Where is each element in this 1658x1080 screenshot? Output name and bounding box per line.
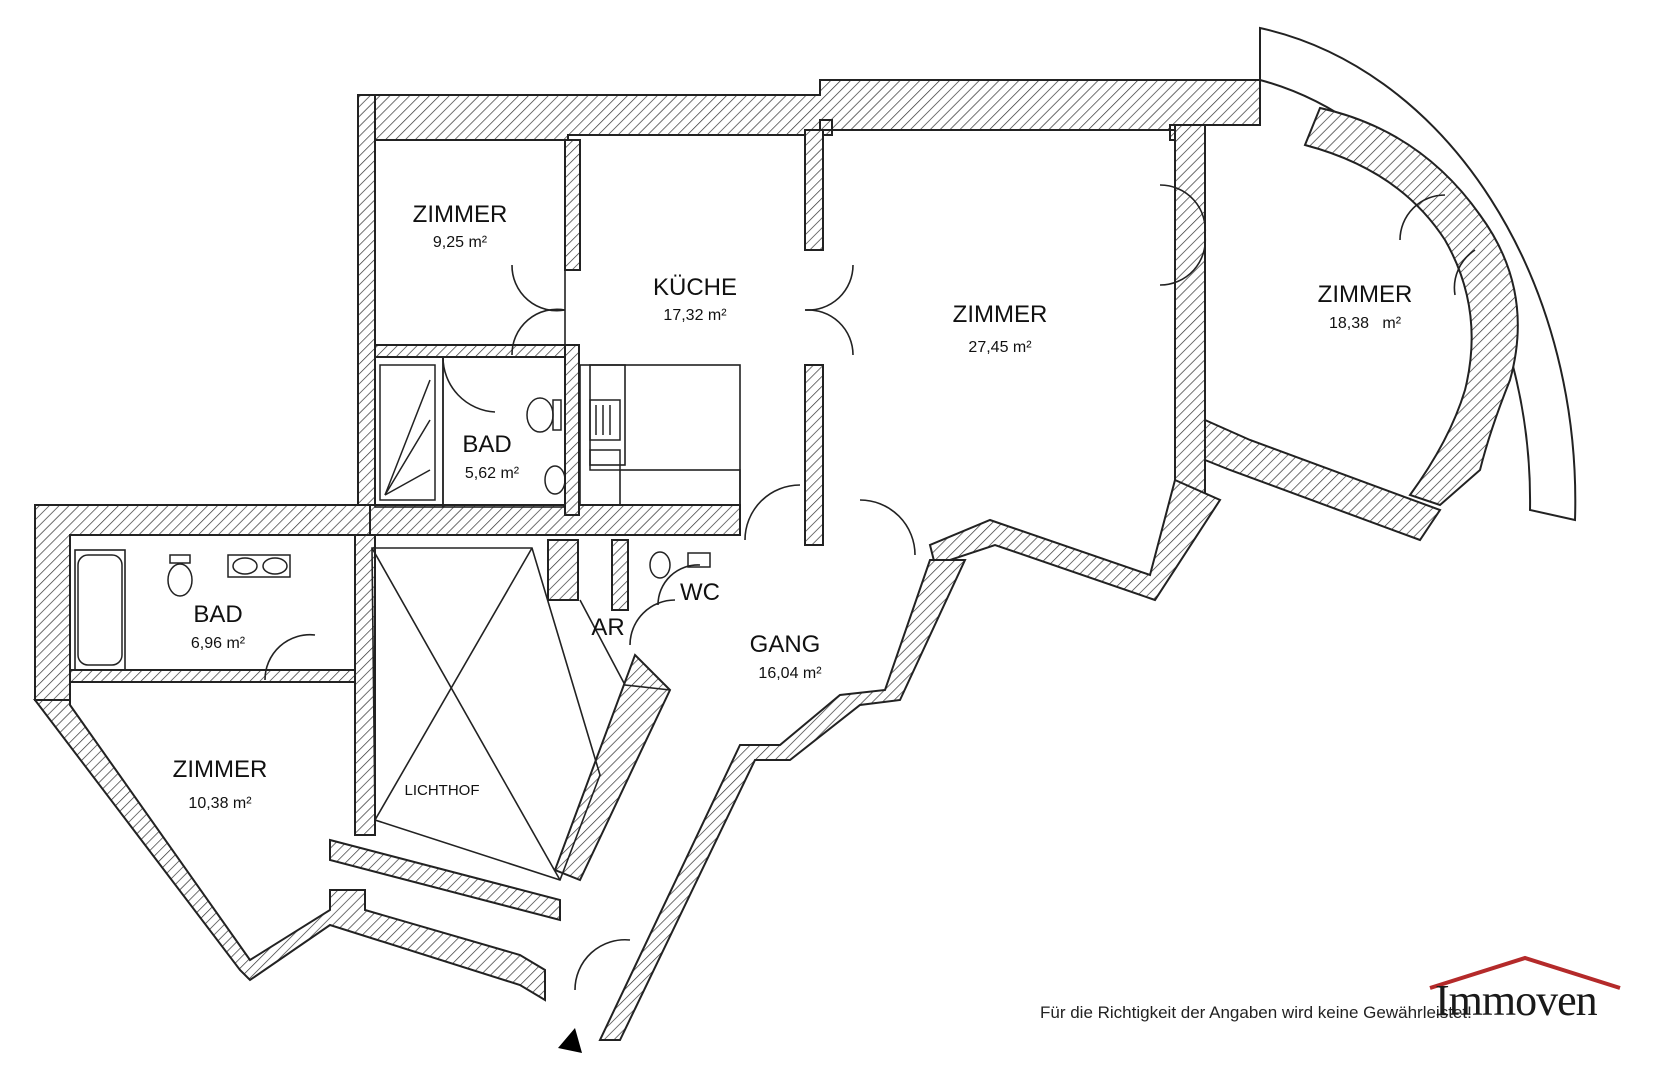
interior-walls: [69, 129, 824, 836]
room-area-zimmer-2: 27,45 m²: [968, 339, 1032, 356]
room-name-wc: WC: [680, 579, 720, 606]
doors: [264, 184, 1476, 991]
room-name-bad-1: BAD: [462, 431, 511, 458]
room-area-bad-1: 5,62 m²: [465, 465, 520, 482]
room-name-bad-2: BAD: [193, 601, 242, 628]
room-name-zimmer-3: ZIMMER: [1318, 281, 1413, 308]
room-name-zimmer-2: ZIMMER: [953, 301, 1048, 328]
room-area-gang: 16,04 m²: [758, 665, 822, 682]
room-name-kueche: KÜCHE: [653, 274, 737, 301]
room-outlines: [74, 139, 741, 881]
room-area-kueche: 17,32 m²: [663, 307, 727, 324]
logo-roof-icon: [1429, 955, 1621, 990]
disclaimer-text: Für die Richtigkeit der Angaben wird kei…: [1040, 1003, 1472, 1022]
room-area-zimmer-1: 9,25 m²: [433, 234, 488, 251]
entrance-arrow-icon: [558, 1028, 582, 1053]
fixtures: [77, 364, 711, 666]
room-name-zimmer-4: ZIMMER: [173, 756, 268, 783]
room-name-gang: GANG: [750, 631, 821, 658]
room-name-zimmer-1: ZIMMER: [413, 201, 508, 228]
curved-room: [1204, 26, 1577, 542]
room-area-zimmer-3: 18,38 m²: [1329, 315, 1402, 332]
room-area-zimmer-4: 10,38 m²: [188, 795, 252, 812]
room-name-lichthof: LICHTHOF: [405, 782, 480, 799]
room-name-ar: AR: [591, 614, 624, 641]
room-labels: ZIMMER 9,25 m² KÜCHE 17,32 m² ZIMMER 27,…: [173, 201, 1413, 812]
company-logo: Immoven: [1435, 976, 1598, 1025]
exterior-walls: [32, 79, 1261, 1041]
room-area-bad-2: 6,96 m²: [191, 635, 246, 652]
